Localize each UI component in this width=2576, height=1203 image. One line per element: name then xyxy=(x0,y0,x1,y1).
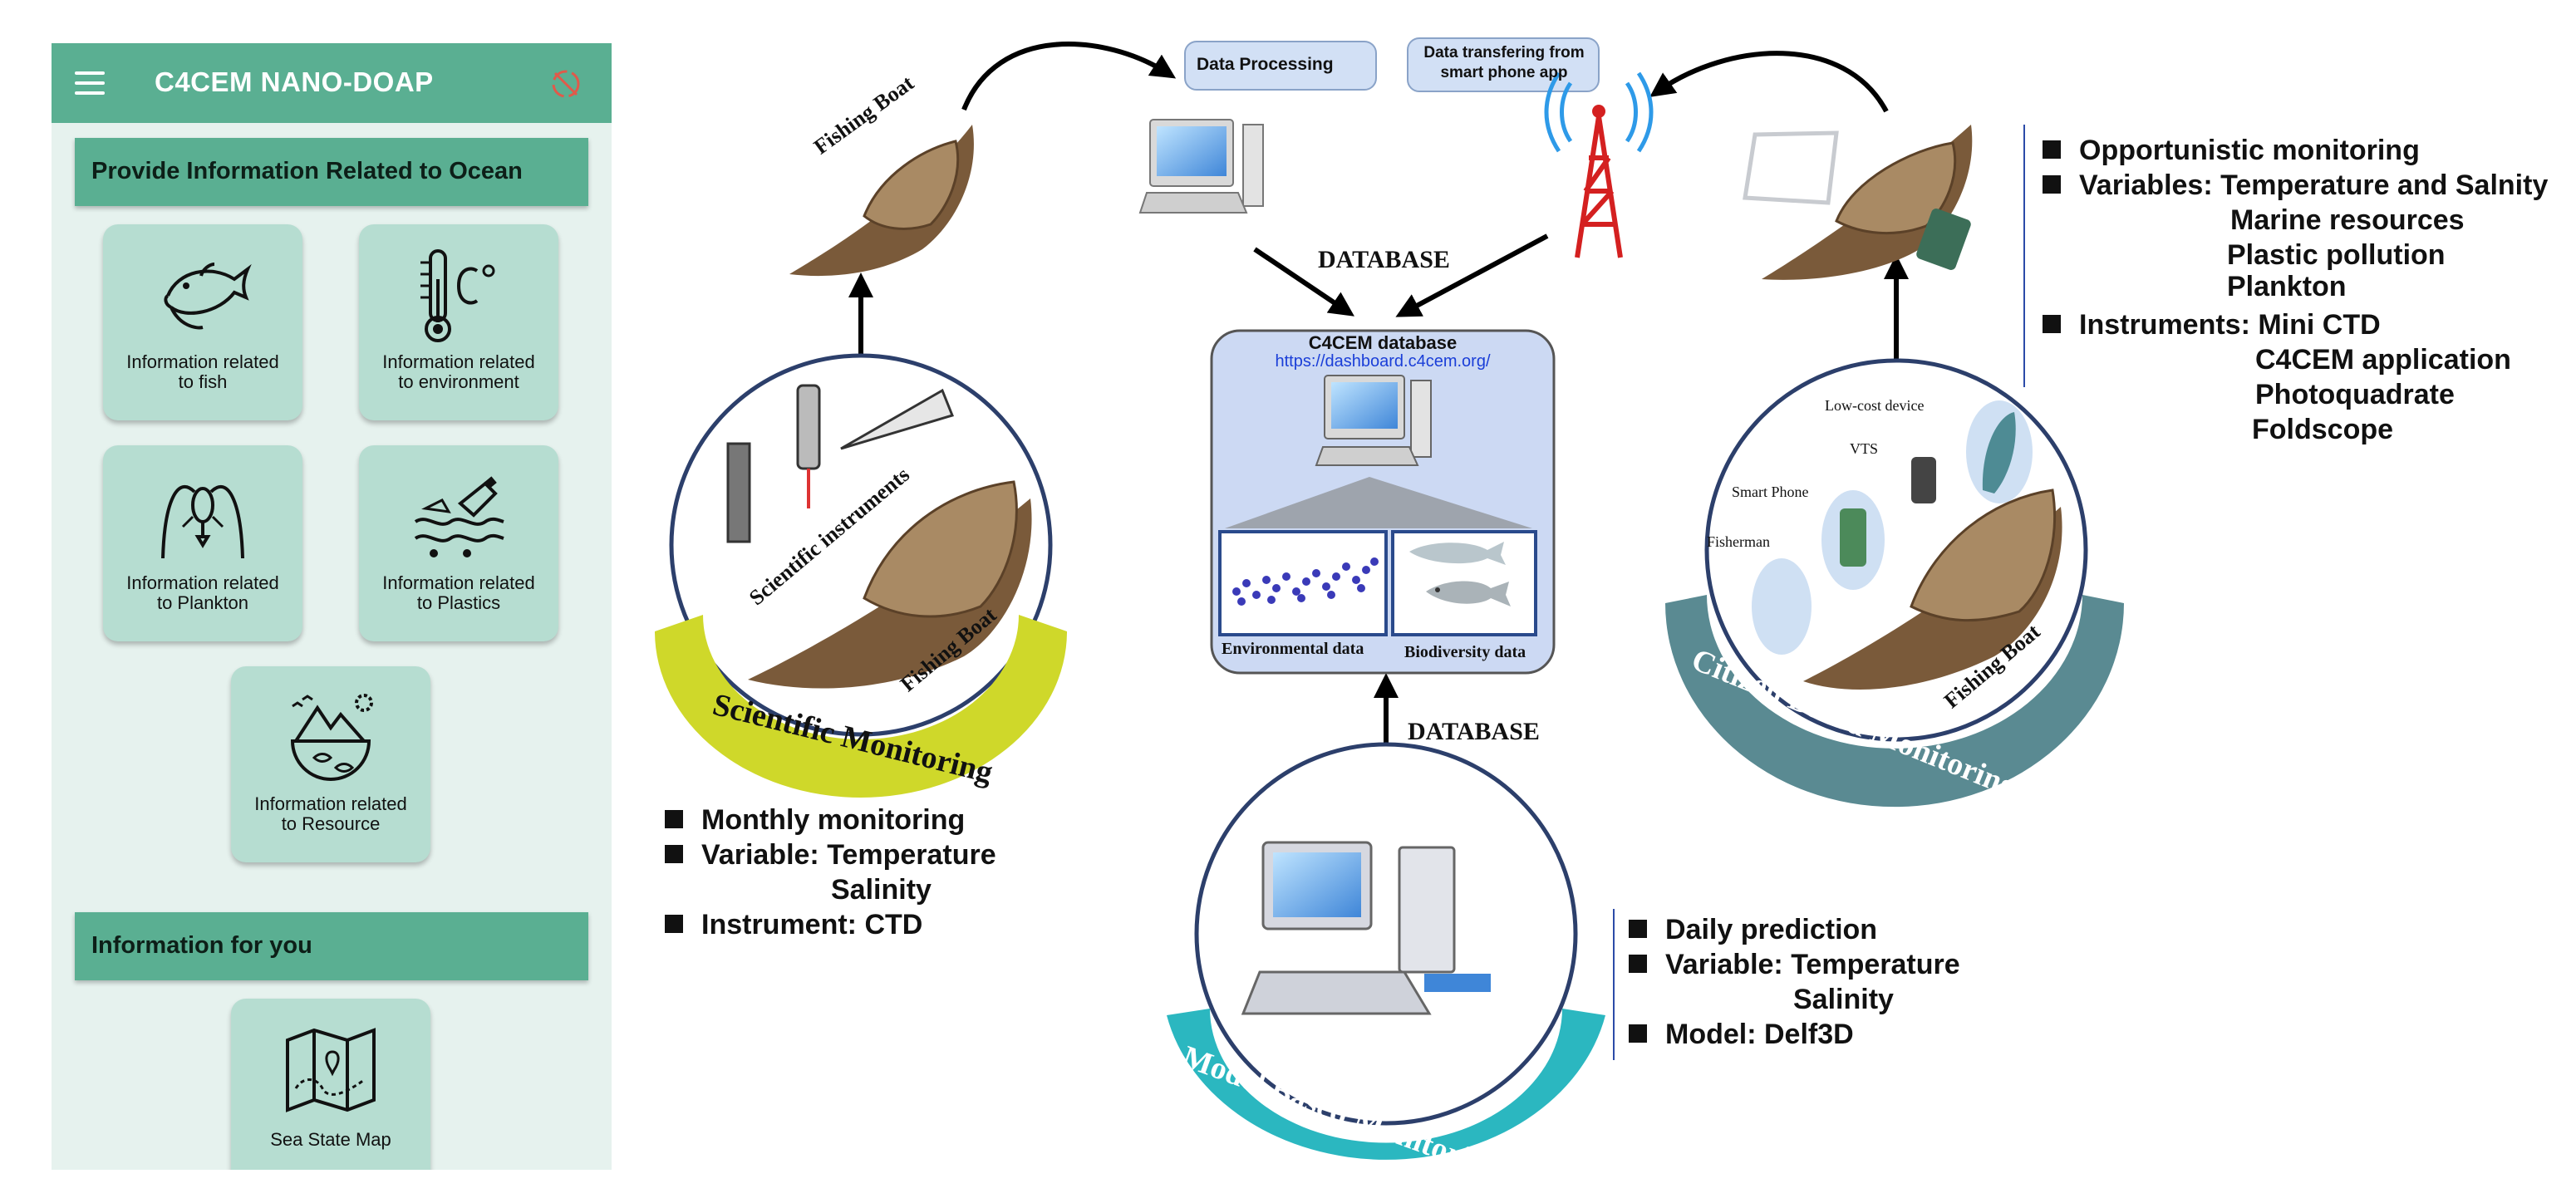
fish-icon xyxy=(164,263,252,330)
citizen-bullet-2b: Marine resources xyxy=(2230,204,2465,236)
app-bar: C4CEM NANO-DOAP xyxy=(52,43,612,123)
environmental-data-label: Environmental data xyxy=(1222,640,1364,658)
thermometer-icon xyxy=(420,249,495,342)
fishing-boat-top-right xyxy=(1762,125,1973,280)
citizen-bullet-3c: Photoquadrate xyxy=(2255,379,2455,410)
scientific-bullet-2: Variable: Temperature xyxy=(665,839,996,872)
biodiversity-data-label: Biodiversity data xyxy=(1404,643,1526,661)
plastic-bottle-icon xyxy=(414,476,504,557)
model-bullet-3: Model: Delf3D xyxy=(1629,1019,1854,1051)
db-title: C4CEM database xyxy=(1308,332,1458,353)
data-processing-box xyxy=(1184,41,1377,91)
map-icon xyxy=(286,1028,376,1112)
db-url-link[interactable]: https://dashboard.c4cem.org/ xyxy=(1275,352,1491,371)
model-bullet-1: Daily prediction xyxy=(1629,914,1877,946)
vts-label: VTS xyxy=(1850,440,1879,457)
app-title: C4CEM NANO-DOAP xyxy=(155,66,434,97)
fishing-boat-scientific xyxy=(748,480,1032,689)
smart-phone-label: Smart Phone xyxy=(1732,484,1809,500)
scatter-plot-icon xyxy=(1232,557,1379,606)
fisherman-bubble xyxy=(1752,558,1812,655)
mobile-app-screen: C4CEM NANO-DOAP Provide Information Rela… xyxy=(52,43,612,1170)
arrow-to-processing xyxy=(961,42,1177,111)
arrow-to-transfer xyxy=(1649,51,1889,113)
database-label-top: DATABASE xyxy=(1318,246,1450,273)
arrow-transfer-to-db xyxy=(1395,233,1549,317)
smart-phone-icon xyxy=(1840,508,1866,567)
section-title: Information for you xyxy=(91,932,312,959)
vts-device-icon xyxy=(1911,457,1936,503)
computer-icon xyxy=(1138,119,1264,214)
menu-icon[interactable] xyxy=(75,71,105,95)
arrow-processing-to-db xyxy=(1253,247,1354,317)
model-bullet-2b: Salinity xyxy=(1793,984,1894,1015)
fishing-boat-top-left xyxy=(789,125,974,277)
photoquadrate-icon xyxy=(1743,130,1839,205)
fisherman-label: Fisherman xyxy=(1707,533,1770,550)
data-processing-label: Data Processing xyxy=(1197,55,1334,74)
card-label: Sea State Map xyxy=(270,1129,391,1150)
citizen-bullet-2: Variables: Temperature and Salnity xyxy=(2043,169,2548,202)
scientific-bullet-2b: Salinity xyxy=(831,874,932,906)
data-transfer-box xyxy=(1407,37,1600,92)
phone-icon xyxy=(1916,209,1971,270)
fish-images xyxy=(1409,542,1511,606)
resource-icon xyxy=(290,694,373,781)
citizen-bullet-3d: Foldscope xyxy=(2252,414,2394,445)
sync-off-icon[interactable] xyxy=(548,66,583,101)
cell-tower-icon xyxy=(1544,71,1654,258)
section-header-ocean: Provide Information Related to Ocean xyxy=(75,138,588,206)
database-computer-icon xyxy=(1315,375,1432,466)
projection-triangle xyxy=(1225,477,1532,528)
fishing-boat-citizen xyxy=(1803,489,2062,690)
scientific-instruments-icon xyxy=(726,384,955,543)
plankton-icon xyxy=(161,485,244,559)
low-cost-device-label: Low-cost device xyxy=(1825,397,1925,414)
scientific-banner xyxy=(655,615,1067,798)
citizen-bullet-3b: C4CEM application xyxy=(2255,344,2511,376)
model-circle xyxy=(1194,742,1578,1126)
section-header-you: Information for you xyxy=(75,912,588,980)
model-banner xyxy=(1167,1009,1605,1160)
scientific-bullet-1: Monthly monitoring xyxy=(665,804,965,837)
workstation-icon xyxy=(1241,841,1491,1015)
citizen-bullet-2d: Plankton xyxy=(2227,271,2347,302)
database-label-bottom: DATABASE xyxy=(1408,718,1540,745)
scientific-bullet-3: Instrument: CTD xyxy=(665,909,922,941)
citizen-bullet-3: Instruments: Mini CTD xyxy=(2043,309,2381,341)
low-cost-device-icon xyxy=(1982,412,2016,493)
section-title: Provide Information Related to Ocean xyxy=(91,158,523,184)
card-sea-state-map[interactable]: Sea State Map xyxy=(231,999,430,1170)
model-bullet-2: Variable: Temperature xyxy=(1629,949,1960,981)
citizen-banner xyxy=(1665,595,2124,808)
citizen-bullet-2c: Plastic pollution xyxy=(2227,239,2446,271)
citizen-bullet-1: Opportunistic monitoring xyxy=(2043,135,2420,167)
